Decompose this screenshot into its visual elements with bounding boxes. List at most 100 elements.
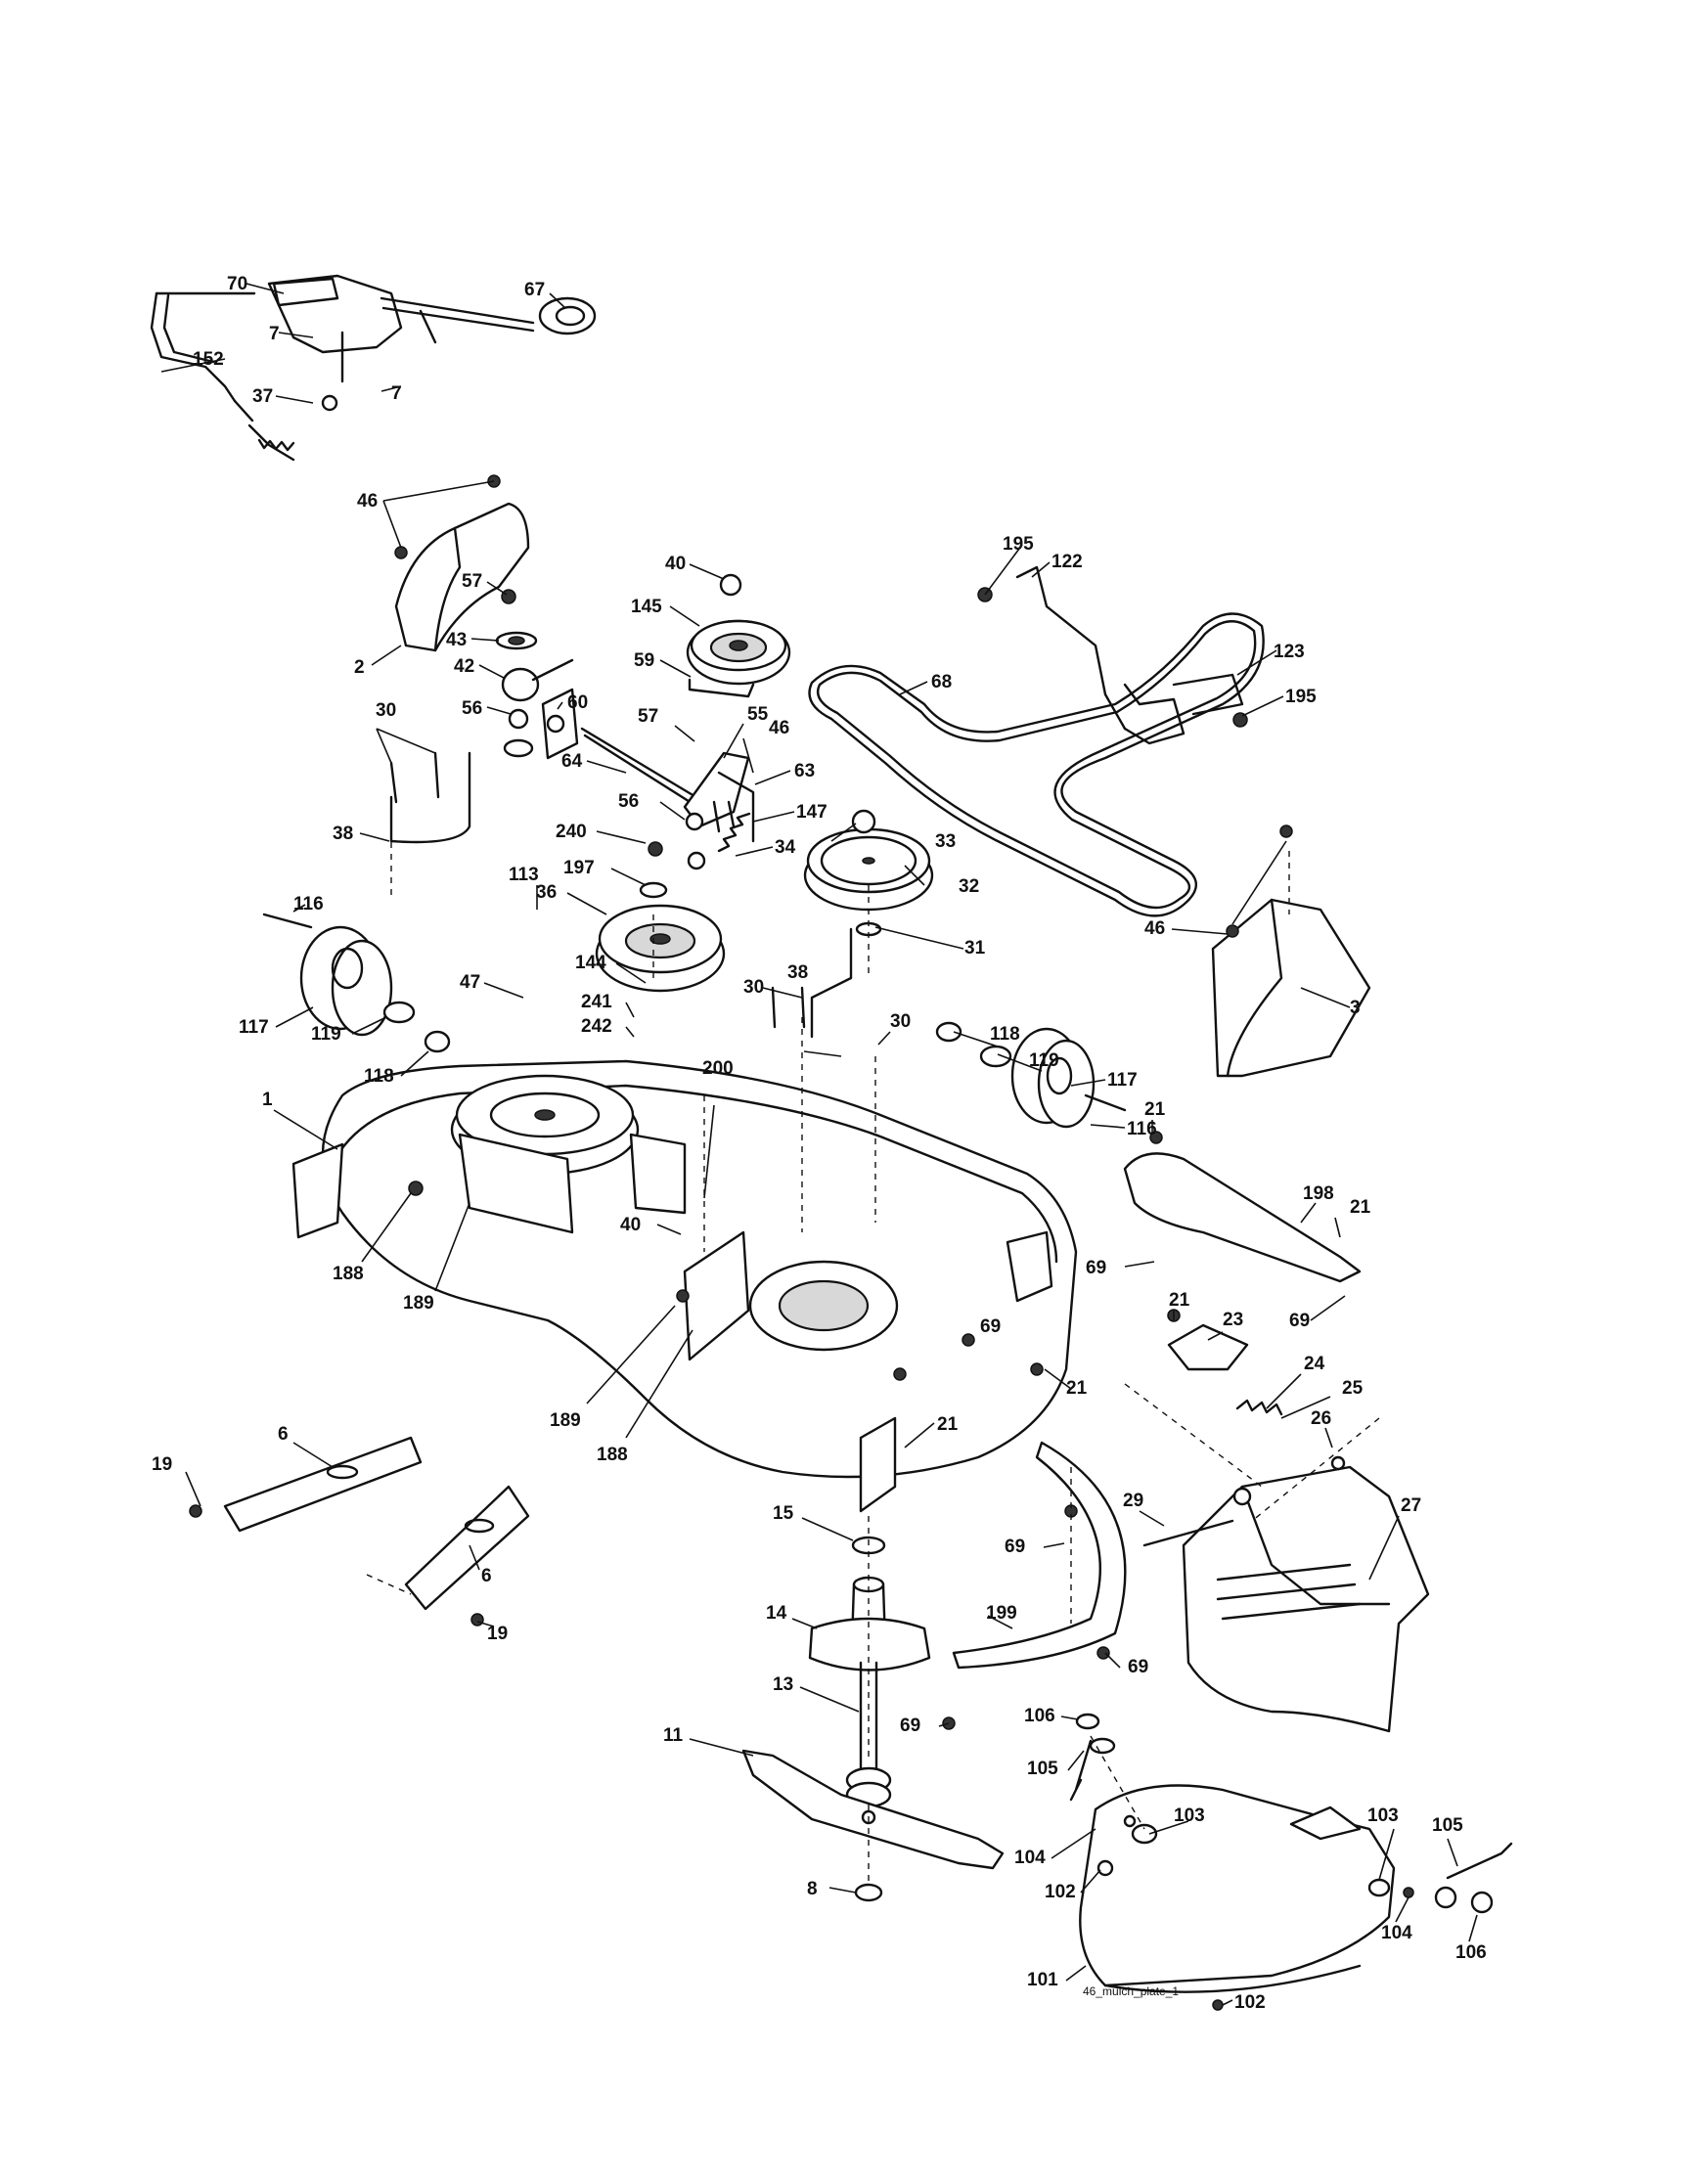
callout-145: 145 [631,597,662,617]
callout-6: 6 [278,1424,289,1445]
callout-14: 14 [766,1603,787,1624]
callout-55: 55 [747,704,769,725]
callout-8: 8 [807,1879,818,1899]
callout-103: 103 [1367,1805,1399,1826]
callout-64: 64 [561,751,583,772]
diagram-caption: 46_mulch_plate_1 [1083,1984,1179,1998]
callout-70: 70 [227,274,247,294]
deck-hanger-rear [404,1485,530,1627]
callout-6: 6 [481,1566,492,1586]
callout-59: 59 [634,650,654,671]
gauge-wheel-right [935,1021,1127,1129]
callout-144: 144 [575,953,606,973]
callout-67: 67 [524,280,545,300]
callout-21: 21 [1144,1099,1166,1120]
callout-106: 106 [1024,1706,1055,1726]
callout-63: 63 [794,761,815,781]
callout-15: 15 [773,1503,794,1524]
deck-hanger-front [189,1436,423,1533]
spindle-assembly [808,1536,931,1808]
callout-38: 38 [787,962,808,983]
callout-36: 36 [536,882,557,903]
callout-119: 119 [311,1024,341,1045]
callout-102: 102 [1234,1992,1266,2013]
callout-147: 147 [796,802,828,823]
callout-188: 188 [333,1264,364,1284]
callout-37: 37 [252,386,273,407]
callout-118: 118 [990,1024,1020,1045]
callout-33: 33 [935,831,956,852]
callout-56: 56 [462,698,482,719]
callout-57: 57 [462,571,482,592]
callout-106: 106 [1455,1942,1487,1963]
idler-pulley-145 [686,573,791,698]
callout-21: 21 [937,1414,959,1435]
callout-200: 200 [702,1058,734,1079]
mulch-plate [1069,1713,1513,2011]
callout-188: 188 [597,1445,628,1465]
callout-21: 21 [1169,1290,1190,1311]
callout-123: 123 [1274,642,1305,662]
lift-lever-assembly [150,274,597,462]
belt-guard-right [1211,825,1371,1078]
callout-46: 46 [769,718,789,738]
callout-68: 68 [931,672,952,692]
callout-113: 113 [509,865,539,885]
callout-152: 152 [193,349,224,370]
callout-189: 189 [550,1410,581,1431]
callout-105: 105 [1027,1759,1058,1779]
alignment-lines [366,807,1380,1883]
callout-30: 30 [890,1011,911,1032]
callout-30: 30 [743,977,764,998]
idler-bracket-assembly [683,751,755,870]
baffle-198 [1123,1131,1362,1283]
callout-122: 122 [1051,552,1083,572]
callout-24: 24 [1304,1354,1325,1374]
callout-116: 116 [1127,1119,1157,1139]
callout-197: 197 [563,858,595,878]
callout-118: 118 [364,1066,394,1087]
callout-195: 195 [1003,534,1034,555]
callout-7: 7 [391,383,402,404]
belt-shield-199 [942,1441,1127,1730]
callout-242: 242 [581,1016,612,1037]
callout-69: 69 [1128,1657,1148,1677]
callout-13: 13 [773,1674,793,1695]
callout-69: 69 [1086,1258,1106,1278]
callout-31: 31 [964,938,986,958]
callout-47: 47 [460,972,480,993]
callout-2: 2 [354,657,365,678]
callout-57: 57 [638,706,658,727]
callout-198: 198 [1303,1183,1334,1204]
leader-lines [160,283,1478,2006]
callout-105: 105 [1432,1815,1463,1836]
idler-arm-assembly [495,589,706,812]
callout-23: 23 [1223,1310,1243,1330]
callout-116: 116 [293,894,324,914]
callout-104: 104 [1381,1923,1412,1943]
callout-19: 19 [487,1624,508,1644]
mower-deck [291,1059,1078,1513]
callout-30: 30 [376,700,396,721]
callout-34: 34 [775,837,796,858]
callout-117: 117 [239,1017,269,1038]
callout-199: 199 [986,1603,1017,1624]
callout-numbers: 70 67 7 152 7 37 46 2 57 43 42 56 60 30 … [152,274,1487,2013]
callout-189: 189 [403,1293,434,1314]
callout-46: 46 [357,491,378,512]
callout-102: 102 [1045,1882,1076,1902]
callout-1: 1 [262,1090,273,1110]
callout-195: 195 [1285,687,1317,707]
callout-56: 56 [618,791,639,812]
callout-69: 69 [900,1716,920,1736]
callout-3: 3 [1350,998,1361,1018]
callout-69: 69 [1005,1537,1025,1557]
callout-32: 32 [959,876,979,897]
callout-119: 119 [1029,1050,1059,1071]
callout-241: 241 [581,992,612,1012]
discharge-chute [1142,1455,1430,1733]
callout-40: 40 [620,1215,641,1235]
lift-rods [389,751,853,1039]
belt-guide-assembly [977,565,1248,745]
